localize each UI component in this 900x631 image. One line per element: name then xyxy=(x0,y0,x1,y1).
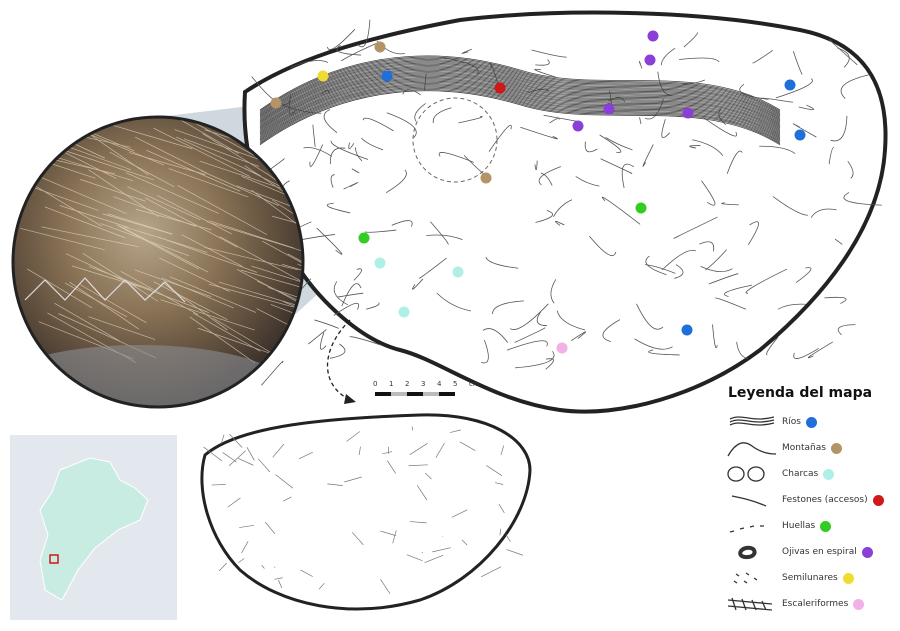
legend-color-dot xyxy=(820,520,832,532)
legend-label: Montañas xyxy=(782,443,826,453)
legend-item: Ríos xyxy=(722,409,897,435)
footprints-icon xyxy=(729,525,764,533)
scale-tick: 0 xyxy=(373,380,378,388)
map-marker xyxy=(494,82,506,94)
arrow-head-icon xyxy=(344,394,356,404)
legend-item: Ojivas en espiral xyxy=(722,539,897,565)
map-marker xyxy=(358,232,370,244)
scale-bar xyxy=(375,392,455,396)
spiral-ogives-icon xyxy=(738,545,757,560)
legend-color-dot xyxy=(872,494,884,506)
legend-label: Ojivas en espiral xyxy=(782,547,857,557)
map-marker xyxy=(374,257,386,269)
map-marker xyxy=(317,70,329,82)
legend-color-dot xyxy=(861,546,873,558)
region-shape xyxy=(39,457,149,601)
map-marker xyxy=(270,97,282,109)
detail-circle-outline xyxy=(412,97,498,183)
scale-unit: cm xyxy=(469,380,480,388)
legend-color-dot xyxy=(842,572,854,584)
legend-label: Semilunares xyxy=(782,573,838,583)
map-marker xyxy=(374,41,386,53)
map-marker xyxy=(398,306,410,318)
map-marker xyxy=(381,70,393,82)
ladder-icon xyxy=(727,597,773,611)
legend-label: Escaleriformes xyxy=(782,599,849,609)
dashed-arrow xyxy=(327,319,351,401)
map-marker xyxy=(480,172,492,184)
legend-item: Huellas xyxy=(722,513,897,539)
rivers-icon xyxy=(729,416,775,426)
scale-tick: 2 xyxy=(405,380,410,388)
scale-tick: 5 xyxy=(453,380,458,388)
legend-label: Ríos xyxy=(782,417,801,427)
mountains-icon xyxy=(727,442,777,457)
legend-item: Escaleriformes xyxy=(722,591,897,617)
location-marker xyxy=(49,554,59,564)
map-marker xyxy=(644,54,656,66)
map-markers xyxy=(270,30,806,354)
scale-tick: 4 xyxy=(437,380,442,388)
scale-tick: 1 xyxy=(389,380,394,388)
ponds-icon xyxy=(727,466,765,482)
scale-labels: 0 1 2 3 4 5 cm xyxy=(373,380,480,388)
semilunar-icon xyxy=(733,572,758,584)
map-marker xyxy=(647,30,659,42)
legend-color-dot xyxy=(830,442,842,454)
legend-item: Festones (accesos) xyxy=(722,487,897,513)
engraving-lines xyxy=(250,19,882,386)
map-marker xyxy=(635,202,647,214)
festoons-icon xyxy=(731,495,767,507)
secondary-stone-outline xyxy=(200,413,532,611)
scale-tick: 3 xyxy=(421,380,426,388)
legend-label: Charcas xyxy=(782,469,819,479)
legend-item: Montañas xyxy=(722,435,897,461)
legend-label: Huellas xyxy=(782,521,816,531)
map-marker xyxy=(572,120,584,132)
map-marker xyxy=(682,107,694,119)
legend-item: Semilunares xyxy=(722,565,897,591)
map-marker xyxy=(784,79,796,91)
map-marker xyxy=(681,324,693,336)
legend-color-dot xyxy=(853,598,865,610)
legend-title: Leyenda del mapa xyxy=(728,385,873,401)
secondary-engraving-lines xyxy=(203,426,524,594)
map-marker xyxy=(603,103,615,115)
map-marker xyxy=(452,266,464,278)
map-marker xyxy=(556,342,568,354)
legend-color-dot xyxy=(823,468,835,480)
legend-label: Festones (accesos) xyxy=(782,495,868,505)
map-marker xyxy=(794,129,806,141)
legend-color-dot xyxy=(805,416,817,428)
legend-item: Charcas xyxy=(722,461,897,487)
